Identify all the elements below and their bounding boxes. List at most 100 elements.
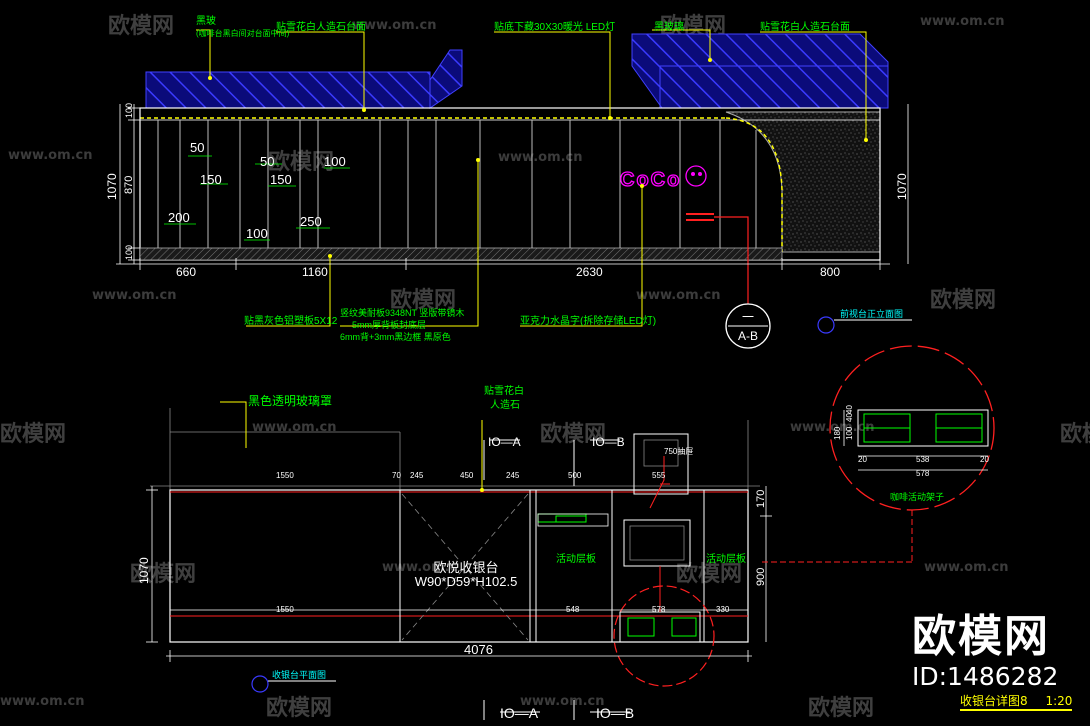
dim-label: 50 [260,154,274,169]
watermark-url: www.om.cn [790,420,875,435]
watermark-text: 欧模网 [1060,422,1090,447]
dim-label: 180 [833,426,842,440]
dim-label: 245 [410,471,424,480]
plan-section-labels: IO—A IO—B IO—A IO—B [488,435,634,721]
leaders-elevation [196,29,867,327]
interior-dim-ticks [164,155,350,241]
watermark-url: www.om.cn [252,420,337,435]
watermark-text: 欧模网 [266,696,333,721]
section-label-a: IO—A [500,705,539,721]
plan-title: 收银台平面图 [272,669,326,680]
black-glass-right [631,33,889,109]
section-label-b: IO—B [596,705,634,721]
note-label: 黑玻 [196,14,216,27]
sheet-title-block: 收银台详图8 1:20 [960,692,1073,711]
watermark-text: 欧模网 [930,288,997,313]
plan-view: 黑色透明玻璃罩 750抽屉 [137,384,772,721]
note-label: (咖啡台黑白间对台面中间) [196,28,290,38]
counter-plinth [139,247,783,261]
dim-label: 660 [176,265,196,279]
dim-label: 50 [190,140,204,155]
watermark-url: www.om.cn [920,14,1005,29]
dim-label: 578 [916,469,930,478]
section-marker-bottom: A-B [738,329,758,343]
dim-label: 538 [916,455,930,464]
black-glass-left-return [429,49,463,109]
dim-label: 1160 [302,265,328,279]
note-label: 竖纹美耐板9348NT 竖版带镜木 [340,307,464,318]
note-label: 黑玻璃 [654,20,684,33]
watermark-url: www.om.cn [498,150,583,165]
counter-plan [169,489,749,643]
dim-label: 800 [820,265,840,279]
dim-label: 500 [568,471,582,480]
dim-label: 150 [270,172,292,187]
note-label: 亚克力水晶字(拆除存储LED灯) [520,314,656,327]
dim-label: 548 [566,605,580,614]
stone-end-panel [725,111,881,253]
active-board-label: 活动层板 [556,552,596,565]
watermark-url: www.om.cn [924,560,1009,575]
dim-label: 1070 [137,557,151,584]
dim-label: 100 [845,426,854,440]
dim-label: 20 [858,455,867,464]
stone-label: 贴雪花白 [484,384,524,397]
machine-top [633,433,689,495]
dim-label: 100 [324,154,346,169]
watermark-url: www.om.cn [520,694,605,709]
watermark-url: www.om.cn [92,288,177,303]
drawer-detail-circle [613,585,715,687]
detail-callout-icon [817,316,835,334]
dim-label: 245 [506,471,520,480]
machine-box [623,519,691,567]
dim-label: 100 [124,245,134,260]
dim-label: 100 [246,226,268,241]
watermark-text: 欧模网 [390,288,457,313]
watermark-text: 欧模网 [130,562,197,587]
detail-caption: 咖啡活动架子 [890,491,944,502]
dim-label: 70 [392,471,401,480]
elevation-dim-lines [116,104,909,270]
dim-label: 578 [652,605,666,614]
sheet-title: 收银台详图8 [960,694,1028,708]
plan-section-markers [483,439,630,720]
dim-label: 2630 [576,265,603,279]
drawer-label: 750抽屉 [664,446,693,456]
watermark-url: www.om.cn [352,18,437,33]
dim-label: 555 [652,471,666,480]
active-board-label: 活动层板 [706,552,746,565]
coco-logo: CoCo [620,169,681,191]
note-label: 贴雪花白人造石台面 [276,20,366,33]
watermark-text: 欧模网 [108,14,175,39]
shelf-marker [537,513,587,523]
watermark-text: 欧模网 [268,150,335,175]
plan-extension [150,408,760,490]
detail-callout-title: 前视台正立面图 [840,308,903,319]
dim-label: 900 [755,568,767,586]
vertical-grooves [157,120,757,248]
plan-title-icon [251,675,269,693]
watermark-url: www.om.cn [636,288,721,303]
dim-label: 1550 [276,471,294,480]
cashier-name: 欧悦收银台 [433,560,498,575]
note-label: 5mm厚背板封底层 [352,319,426,330]
watermark-text: 欧模网 [0,422,67,447]
dim-label: 450 [460,471,474,480]
section-marker-top: 一 [742,310,754,324]
brand-watermark: 欧模网 ID:1486282 [912,612,1082,692]
dim-label: 1070 [105,173,119,200]
elevation-notes: 黑玻 (咖啡台黑白间对台面中间) 贴雪花白人造石台面 贴底下藏30X30暖光 L… [196,14,850,342]
section-label-b: IO—B [592,435,625,449]
section-label-a: IO—A [488,435,521,449]
interior-dims: 50 50 100 150 150 200 250 100 [168,140,346,241]
note-label: 6mm背+3mm黑边框 黑原色 [340,331,451,342]
plan-dim-lines [146,486,772,662]
dim-label: 20 [980,455,989,464]
elevation-dims: 100 870 100 1070 1070 660 1160 2630 800 [105,103,909,279]
dim-label: 40 [845,405,854,414]
coco-logo-mark [685,165,707,187]
watermark-url: www.om.cn [8,148,93,163]
watermark-text: 欧模网 [808,696,875,721]
dim-label: 100 [124,103,134,118]
elevation-view: 50 50 100 150 150 200 250 100 CoCo 一 A-B… [105,14,912,349]
